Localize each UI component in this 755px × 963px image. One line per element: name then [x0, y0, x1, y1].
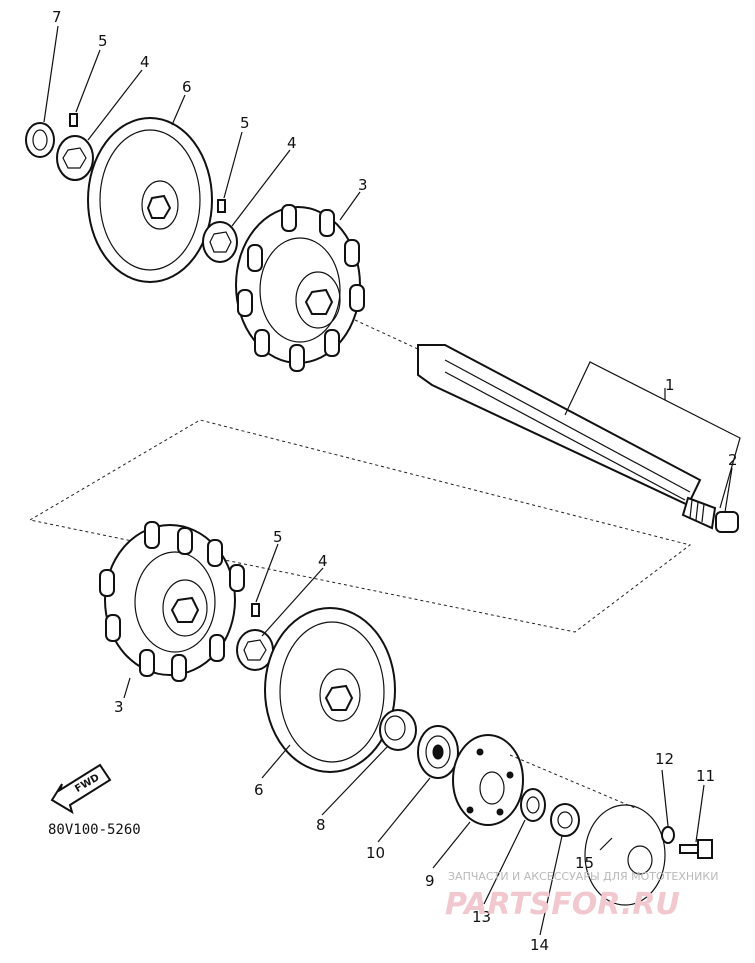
label-5-a: 5: [98, 32, 108, 50]
label-1: 1: [665, 376, 675, 394]
fwd-arrow-icon: FWD: [50, 763, 112, 815]
part-1-2-bracket: [564, 361, 741, 509]
part-3-sprocket-lower: [99, 521, 245, 682]
part-15-housing: [509, 754, 666, 906]
label-4-c: 4: [318, 552, 328, 570]
label-5-c: 5: [273, 528, 283, 546]
label-8: 8: [316, 816, 326, 834]
label-3-b: 3: [114, 698, 124, 716]
drawing-code: 80V100-5260: [48, 822, 141, 838]
label-9: 9: [425, 872, 435, 890]
label-6-b: 6: [254, 781, 264, 799]
label-4-b: 4: [287, 134, 297, 152]
watermark-line2: PARTSFOR.RU: [445, 887, 680, 922]
label-15: 15: [575, 854, 594, 872]
part-14-nut: [550, 803, 580, 837]
part-13-washer: [520, 788, 546, 822]
label-11: 11: [696, 767, 715, 785]
label-4-a: 4: [140, 53, 150, 71]
label-6-a: 6: [182, 78, 192, 96]
part-4-collar-upper: [56, 135, 94, 181]
label-14: 14: [530, 936, 549, 954]
part-7-cap: [25, 122, 55, 158]
part-3-sprocket-upper: [235, 204, 365, 372]
part-11-bolt: [679, 839, 713, 859]
part-5-pin-lower: [251, 603, 260, 617]
leader-lines: [43, 25, 733, 936]
part-2-end-cap: [715, 511, 739, 533]
label-3-a: 3: [358, 176, 368, 194]
part-6-wheel-lower: [264, 607, 396, 773]
label-5-b: 5: [240, 114, 250, 132]
label-10: 10: [366, 844, 385, 862]
assembly-boundary: [28, 419, 692, 633]
label-12: 12: [655, 750, 674, 768]
label-13: 13: [472, 908, 491, 926]
part-10-bearing: [417, 725, 459, 779]
part-8-spacer: [379, 709, 417, 751]
part-5-pin-upper: [69, 113, 78, 127]
part-1-shaft: [354, 319, 717, 530]
part-12-lock-washer: [661, 826, 675, 844]
part-5-pin-mid: [217, 199, 226, 213]
watermark-line1: ЗАПЧАСТИ И АКСЕССУАРЫ ДЛЯ МОТОТЕХНИКИ: [448, 870, 718, 883]
label-7: 7: [52, 8, 62, 26]
part-4-collar-mid: [202, 221, 238, 263]
part-6-wheel-upper: [87, 117, 213, 283]
part-labels: 7 5 4 6 5 4 3 1 2 5 4 3 6 8 10 9 13 14 1…: [52, 8, 738, 954]
label-2: 2: [728, 451, 738, 469]
watermark: ЗАПЧАСТИ И АКСЕССУАРЫ ДЛЯ МОТОТЕХНИКИ PA…: [445, 870, 718, 922]
part-9-flange: [452, 734, 524, 826]
